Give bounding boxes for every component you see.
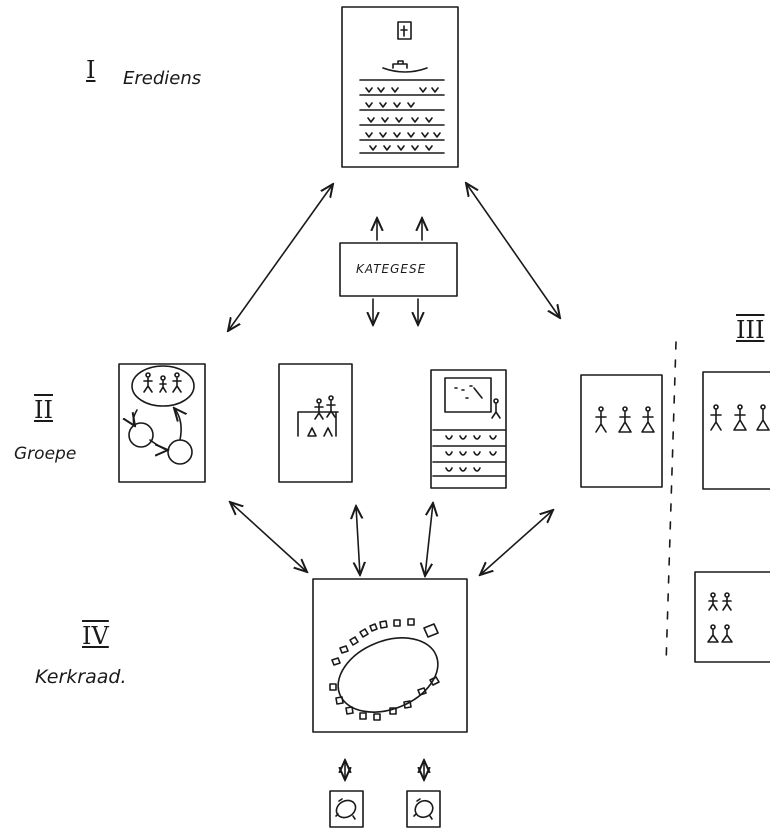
arrow-eredienst-right	[466, 183, 560, 318]
kerkraad-panel	[312, 578, 468, 733]
section-1-numeral: I	[86, 56, 96, 84]
group-panel-3	[430, 369, 507, 489]
kategese-box	[339, 242, 458, 297]
section-1-label: Erediens	[123, 68, 202, 89]
bottom-panel-left	[329, 790, 364, 828]
section-3-panel-top	[702, 371, 770, 490]
bottom-arrows	[345, 760, 424, 780]
group-panel-2	[278, 363, 353, 483]
kategese-label: KATEGESE	[356, 262, 427, 276]
kategese-arrows	[373, 218, 422, 325]
section-2-numeral: II	[34, 396, 53, 424]
section-3-panel-bottom	[694, 571, 770, 663]
arrow-eredienst-left	[228, 184, 333, 331]
section-2-label: Groepe	[14, 444, 77, 464]
group-panel-4	[580, 374, 663, 488]
eredienst-panel	[341, 6, 459, 168]
section-4-numeral: IV	[82, 622, 109, 650]
bottom-panel-right	[406, 790, 441, 828]
section-3-numeral: III	[736, 316, 765, 344]
arrows-groepe-kerkraad	[230, 502, 553, 576]
group-panel-1	[118, 363, 206, 483]
section-4-label: Kerkraad.	[35, 666, 127, 688]
dashed-separator	[665, 341, 677, 666]
